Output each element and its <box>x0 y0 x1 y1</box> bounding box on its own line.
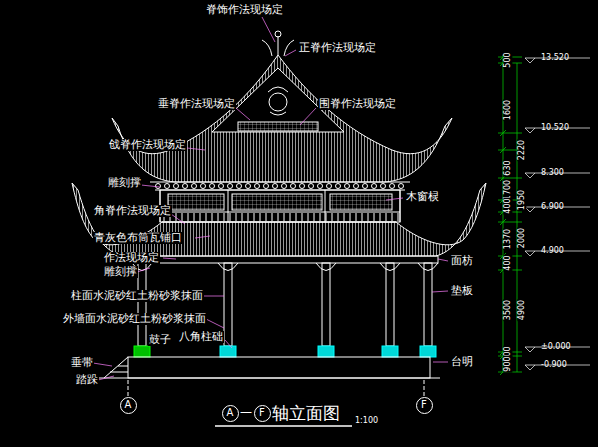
callout-note: 正脊作法现场定 <box>298 42 377 55</box>
dimension: 1600 <box>503 99 512 121</box>
axis-bubble: F <box>254 405 271 422</box>
dimension: 400 <box>503 254 512 271</box>
elevation-mark: 13.520 <box>540 53 570 62</box>
drawing-title: 轴立面图 <box>272 402 340 425</box>
callout-note: 鼓子 <box>148 334 172 347</box>
callout-note: 木窗棂 <box>405 191 440 204</box>
callout-note: 雕刻撑 <box>107 177 142 190</box>
callout-note: 柱面水泥砂红土粉砂浆抹面 <box>70 290 204 303</box>
axis-letter: A <box>227 408 234 418</box>
axis-letter: F <box>421 400 427 410</box>
elevation-mark: -0.900 <box>540 360 568 369</box>
axis-bubble: A <box>120 397 137 414</box>
axis-bubble: A <box>222 405 239 422</box>
callout-note: 围脊作法现场定 <box>318 98 397 111</box>
axis-letter: A <box>125 400 132 410</box>
elevation-mark: 4.900 <box>540 246 565 255</box>
callout-note: 雕刻撑 <box>103 266 138 279</box>
elevation-mark: ±0.000 <box>540 342 572 351</box>
dimension: 4900 <box>517 299 526 321</box>
elevation-mark: 8.300 <box>540 168 565 177</box>
dimension: 900 <box>503 355 512 372</box>
dimension: 3500 <box>503 299 512 321</box>
elevation-mark: 6.900 <box>540 202 565 211</box>
callout-note: 青灰色布筒瓦铺口 <box>93 232 183 245</box>
dimension: 630 <box>503 159 512 176</box>
callout-note: 台明 <box>450 356 474 369</box>
axis-letter: F <box>259 408 265 418</box>
callout-note: 面枋 <box>450 255 474 268</box>
callout-note: 垂脊作法现场定 <box>157 98 236 111</box>
callout-note: — <box>239 406 253 420</box>
dimension: 2000 <box>517 227 526 249</box>
dimension: 1370 <box>503 228 512 250</box>
callout-note: 垂带 <box>70 357 94 370</box>
elevation-mark: 10.520 <box>540 123 570 132</box>
callout-note: 外墙面水泥砂红土粉砂浆抹面 <box>62 313 207 326</box>
dimension: 1950 <box>517 189 526 211</box>
callout-note: 垫板 <box>450 285 474 298</box>
dimension: 500 <box>503 51 512 68</box>
scale: 1:100 <box>354 416 379 425</box>
callout-note: 脊饰作法现场定 <box>205 4 284 17</box>
callout-note: 戗脊作法现场定 <box>108 139 187 152</box>
dimension: 400 <box>503 197 512 214</box>
callout-note: 八角柱础 <box>178 331 224 344</box>
callout-note: 作法现场定 <box>103 252 160 265</box>
axis-bubble: F <box>416 397 433 414</box>
callout-note: 角脊作法现场定 <box>93 205 172 218</box>
callout-note: 踏跺 <box>75 374 99 387</box>
dimension: 2220 <box>517 139 526 161</box>
